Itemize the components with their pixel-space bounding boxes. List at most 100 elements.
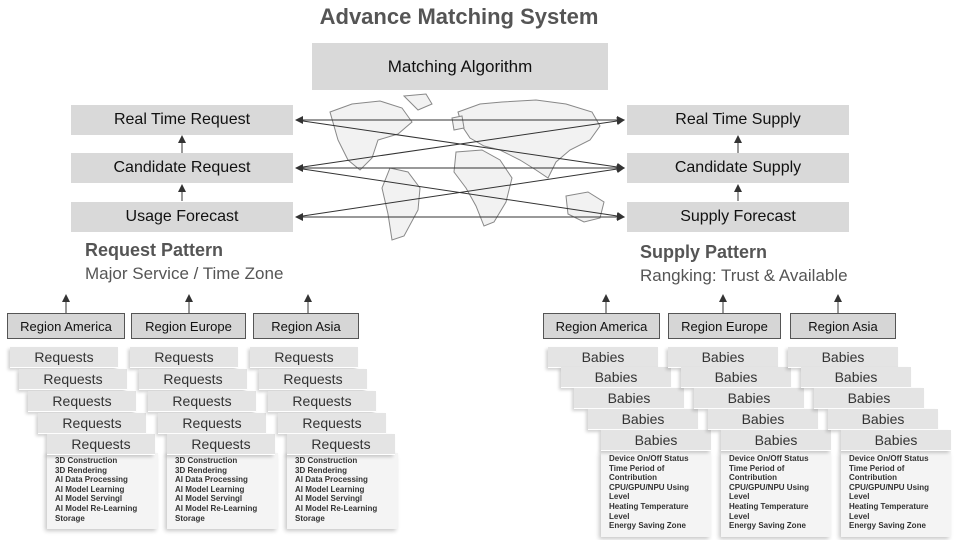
detail-line: AI Data Processing <box>55 475 128 485</box>
detail-line: AI Model Learning <box>55 484 125 494</box>
detail-line: Heating Temperature <box>849 501 929 511</box>
request-pattern-subtitle: Major Service / Time Zone <box>85 264 284 283</box>
detail-line: AI Data Processing <box>295 475 368 485</box>
request-region-america: Region America <box>7 313 125 339</box>
detail-line: Contribution <box>729 473 777 483</box>
detail-line: AI Model Servingl <box>175 494 243 504</box>
request-card: Requests <box>287 434 395 455</box>
baby-card: Babies <box>694 388 804 409</box>
request-pattern-title: Request Pattern <box>85 240 224 260</box>
detail-line: AI Model Servingl <box>295 494 363 504</box>
supply-details-america: Device On/Off Status Time Period of Cont… <box>601 451 711 537</box>
detail-line: CPU/GPU/NPU Using <box>849 482 930 492</box>
baby-card: Babies <box>668 347 778 368</box>
detail-line: CPU/GPU/NPU Using <box>609 482 690 492</box>
baby-card: Babies <box>841 430 951 451</box>
request-card: Requests <box>10 347 118 368</box>
candidate-supply-box: Candidate Supply <box>627 153 849 183</box>
detail-line: 3D Construction <box>175 456 238 465</box>
detail-line: Storage <box>55 513 85 523</box>
detail-line: Heating Temperature <box>729 501 809 511</box>
detail-line: AI Model Learning <box>295 484 365 494</box>
usage-forecast-box: Usage Forecast <box>71 202 293 232</box>
detail-line: Time Period of <box>849 463 905 473</box>
detail-line: Level <box>609 511 630 521</box>
detail-line: Storage <box>295 513 325 523</box>
request-card: Requests <box>158 413 266 434</box>
detail-line: 3D Rendering <box>55 465 108 475</box>
supply-pattern-title: Supply Pattern <box>640 242 768 262</box>
real-time-request-box: Real Time Request <box>71 105 293 135</box>
detail-line: AI Model Learning <box>175 484 245 494</box>
baby-card: Babies <box>588 409 698 430</box>
supply-region-america: Region America <box>543 313 660 339</box>
detail-line: Level <box>609 492 630 502</box>
request-card: Requests <box>19 369 127 390</box>
baby-card: Babies <box>814 388 924 409</box>
request-card: Requests <box>268 391 376 412</box>
request-details-asia: 3D Construction 3D Rendering AI Data Pro… <box>287 453 398 529</box>
supply-region-europe: Region Europe <box>668 313 781 339</box>
baby-card: Babies <box>708 409 818 430</box>
real-time-supply-box: Real Time Supply <box>627 105 849 135</box>
request-details-europe: 3D Construction 3D Rendering AI Data Pro… <box>167 453 278 529</box>
detail-line: AI Model Re-Learning <box>295 503 378 513</box>
world-map-icon <box>329 93 605 241</box>
detail-line: 3D Rendering <box>295 465 348 475</box>
detail-line: Contribution <box>849 473 897 483</box>
request-card: Requests <box>130 347 238 368</box>
baby-card: Babies <box>828 409 938 430</box>
request-details-america: 3D Construction 3D Rendering AI Data Pro… <box>47 453 158 529</box>
detail-line: AI Model Servingl <box>55 494 123 504</box>
request-card: Requests <box>28 391 136 412</box>
matching-algorithm-box: Matching Algorithm <box>312 43 608 90</box>
baby-card: Babies <box>681 367 791 388</box>
detail-line: Contribution <box>609 473 657 483</box>
baby-card: Babies <box>788 347 898 368</box>
detail-line: 3D Rendering <box>175 465 228 475</box>
detail-line: Level <box>849 492 870 502</box>
request-card: Requests <box>278 413 386 434</box>
detail-line: Level <box>729 492 750 502</box>
detail-line: Device On/Off Status <box>849 454 929 463</box>
detail-line: AI Model Re-Learning <box>175 503 258 513</box>
detail-line: Heating Temperature <box>609 501 689 511</box>
request-card: Requests <box>259 369 367 390</box>
supply-region-asia: Region Asia <box>790 313 896 339</box>
detail-line: Level <box>729 511 750 521</box>
baby-card: Babies <box>721 430 831 451</box>
detail-line: Time Period of <box>729 463 785 473</box>
request-card: Requests <box>250 347 358 368</box>
request-card: Requests <box>38 413 146 434</box>
detail-line: Energy Saving Zone <box>729 521 806 531</box>
request-card: Requests <box>167 434 275 455</box>
page-title: Advance Matching System <box>319 4 599 29</box>
detail-line: AI Model Re-Learning <box>55 503 138 513</box>
request-card: Requests <box>148 391 256 412</box>
supply-details-europe: Device On/Off Status Time Period of Cont… <box>721 451 831 537</box>
detail-line: Storage <box>175 513 205 523</box>
baby-card: Babies <box>601 430 711 451</box>
supply-details-asia: Device On/Off Status Time Period of Cont… <box>841 451 951 537</box>
supply-pattern-subtitle: Rangking: Trust & Available <box>640 266 848 285</box>
detail-line: Level <box>849 511 870 521</box>
detail-line: Energy Saving Zone <box>609 521 686 531</box>
request-region-asia: Region Asia <box>253 313 359 339</box>
baby-card: Babies <box>574 388 684 409</box>
supply-forecast-box: Supply Forecast <box>627 202 849 232</box>
candidate-request-box: Candidate Request <box>71 153 293 183</box>
detail-line: CPU/GPU/NPU Using <box>729 482 810 492</box>
detail-line: AI Data Processing <box>175 475 248 485</box>
baby-card: Babies <box>548 347 658 368</box>
detail-line: Time Period of <box>609 463 665 473</box>
detail-line: 3D Construction <box>55 456 118 465</box>
detail-line: Energy Saving Zone <box>849 521 926 531</box>
detail-line: Device On/Off Status <box>729 454 809 463</box>
detail-line: 3D Construction <box>295 456 358 465</box>
baby-card: Babies <box>561 367 671 388</box>
request-card: Requests <box>47 434 155 455</box>
request-card: Requests <box>139 369 247 390</box>
request-region-europe: Region Europe <box>131 313 246 339</box>
baby-card: Babies <box>801 367 911 388</box>
